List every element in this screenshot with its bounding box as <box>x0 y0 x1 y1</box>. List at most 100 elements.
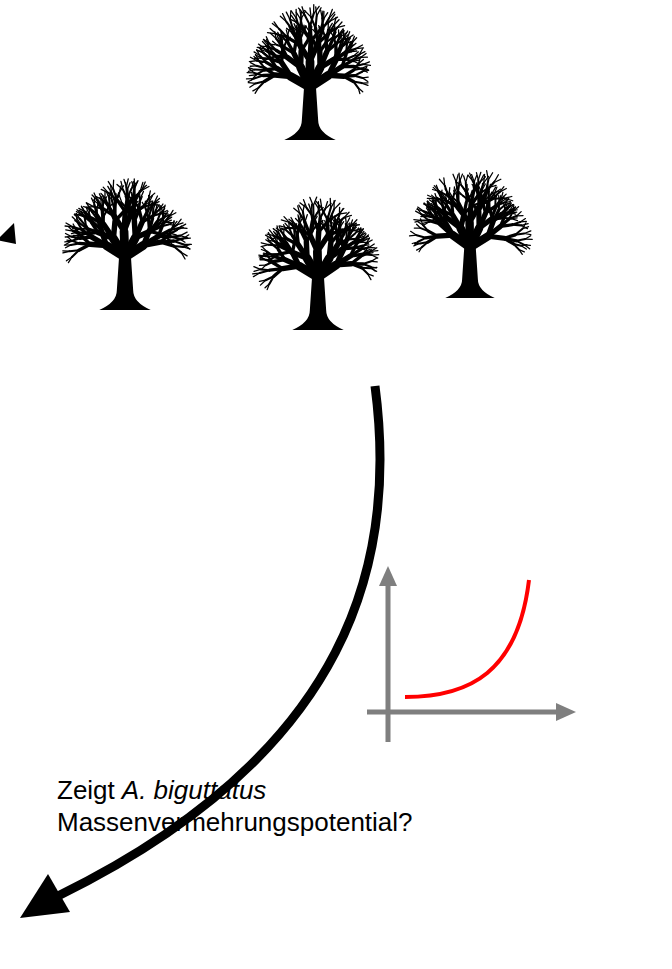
tree-branch <box>485 193 486 200</box>
tree-branch <box>298 30 302 45</box>
tree-branch <box>336 264 351 265</box>
tree-branch <box>284 217 289 223</box>
tree-branch <box>65 240 71 242</box>
tree-branch <box>359 52 365 55</box>
tree-branch <box>73 229 79 231</box>
tree-branch <box>328 23 332 30</box>
tree-branch <box>317 235 328 251</box>
tree-branch <box>434 186 439 192</box>
tree-branch <box>260 257 266 259</box>
tree-branch <box>519 250 522 255</box>
tree-branch <box>149 224 158 230</box>
tree-branch <box>336 38 339 48</box>
tree-branch <box>339 31 342 37</box>
tree-branch <box>326 30 328 40</box>
tree-branch <box>253 88 259 91</box>
tree-branch <box>354 76 362 78</box>
tree-branch <box>270 253 279 255</box>
tree-branch <box>261 58 267 60</box>
tree-branch <box>124 214 131 231</box>
tree-branch <box>263 47 267 52</box>
tree-branch <box>289 228 292 236</box>
tree-branch <box>181 252 185 259</box>
tree-branch <box>429 206 435 208</box>
tree-branch <box>63 251 70 253</box>
tree-branch <box>132 182 135 189</box>
tree-branch <box>428 231 437 236</box>
tree-branch <box>263 247 268 252</box>
tree-branch <box>298 217 300 223</box>
tree-branch <box>331 32 335 38</box>
tree-branch <box>299 205 303 212</box>
tree-branch <box>315 28 316 34</box>
tree-branch <box>339 228 342 237</box>
tree-branch <box>140 185 146 190</box>
tree-branch <box>113 189 117 200</box>
tree-branch <box>478 172 481 180</box>
tree-branch <box>362 268 368 274</box>
tree-branch <box>260 56 266 63</box>
tree-branch <box>173 221 177 226</box>
tree-branch <box>513 207 518 211</box>
tree-branch <box>342 65 354 68</box>
tree-branch <box>273 235 279 237</box>
tree-branch <box>169 213 175 217</box>
tree-branch <box>443 178 445 186</box>
tree-branch <box>344 242 354 249</box>
tree-branch <box>362 78 367 82</box>
tree-branch <box>250 63 256 66</box>
tree-branch <box>184 245 190 250</box>
tree-branch <box>368 274 371 280</box>
tree-branch <box>359 59 364 63</box>
tree-branch <box>149 196 152 202</box>
tree-branch <box>166 222 172 224</box>
tree-branch <box>363 264 371 267</box>
tree-branch <box>310 197 313 205</box>
tree-branch <box>169 230 177 234</box>
tree-branch <box>356 45 363 49</box>
tree-branch <box>78 232 87 234</box>
tree-branch <box>473 187 478 193</box>
tree-branch <box>521 246 526 249</box>
tree-branch <box>326 226 329 233</box>
tree-branch <box>414 219 421 221</box>
tree-branch <box>313 41 319 52</box>
tree-branch <box>261 257 266 260</box>
tree-branch <box>261 59 266 63</box>
question-text: Massenvermehrungspotential? <box>57 806 657 838</box>
tree-branch <box>173 246 181 252</box>
tree-branch <box>280 226 288 228</box>
tree-branch <box>453 174 456 182</box>
tree-branch <box>152 202 157 208</box>
tree-branch <box>363 64 370 65</box>
growth-curve <box>405 580 529 697</box>
tree-branch <box>456 174 458 182</box>
tree-branch <box>143 242 160 245</box>
tree-branch <box>345 37 347 45</box>
tree-branch <box>499 195 501 201</box>
tree-branch <box>486 183 494 192</box>
tree-branch <box>504 238 513 244</box>
tree-branch <box>358 88 359 94</box>
tree-branch <box>445 186 449 197</box>
tree-branch <box>66 223 73 227</box>
tree-branch <box>460 179 462 186</box>
tree-branch <box>140 191 143 198</box>
tree-branch <box>259 280 265 281</box>
tree-branch <box>493 215 502 222</box>
tree-branch <box>327 216 331 222</box>
tree-trunk <box>292 275 343 330</box>
tree-branch <box>304 242 310 258</box>
tree-branch <box>120 196 123 203</box>
tree-silhouette <box>253 197 379 330</box>
tree-branch <box>346 47 351 54</box>
tree-branch <box>280 42 285 48</box>
tree-branch <box>65 234 71 237</box>
species-name: A. biguttatus <box>122 774 267 806</box>
tree-branch <box>417 224 421 228</box>
tree-branch <box>249 74 256 76</box>
tree-branch <box>177 227 183 230</box>
tree-branch <box>487 171 489 180</box>
tree-branch <box>279 29 287 37</box>
tree-branch <box>322 209 328 220</box>
